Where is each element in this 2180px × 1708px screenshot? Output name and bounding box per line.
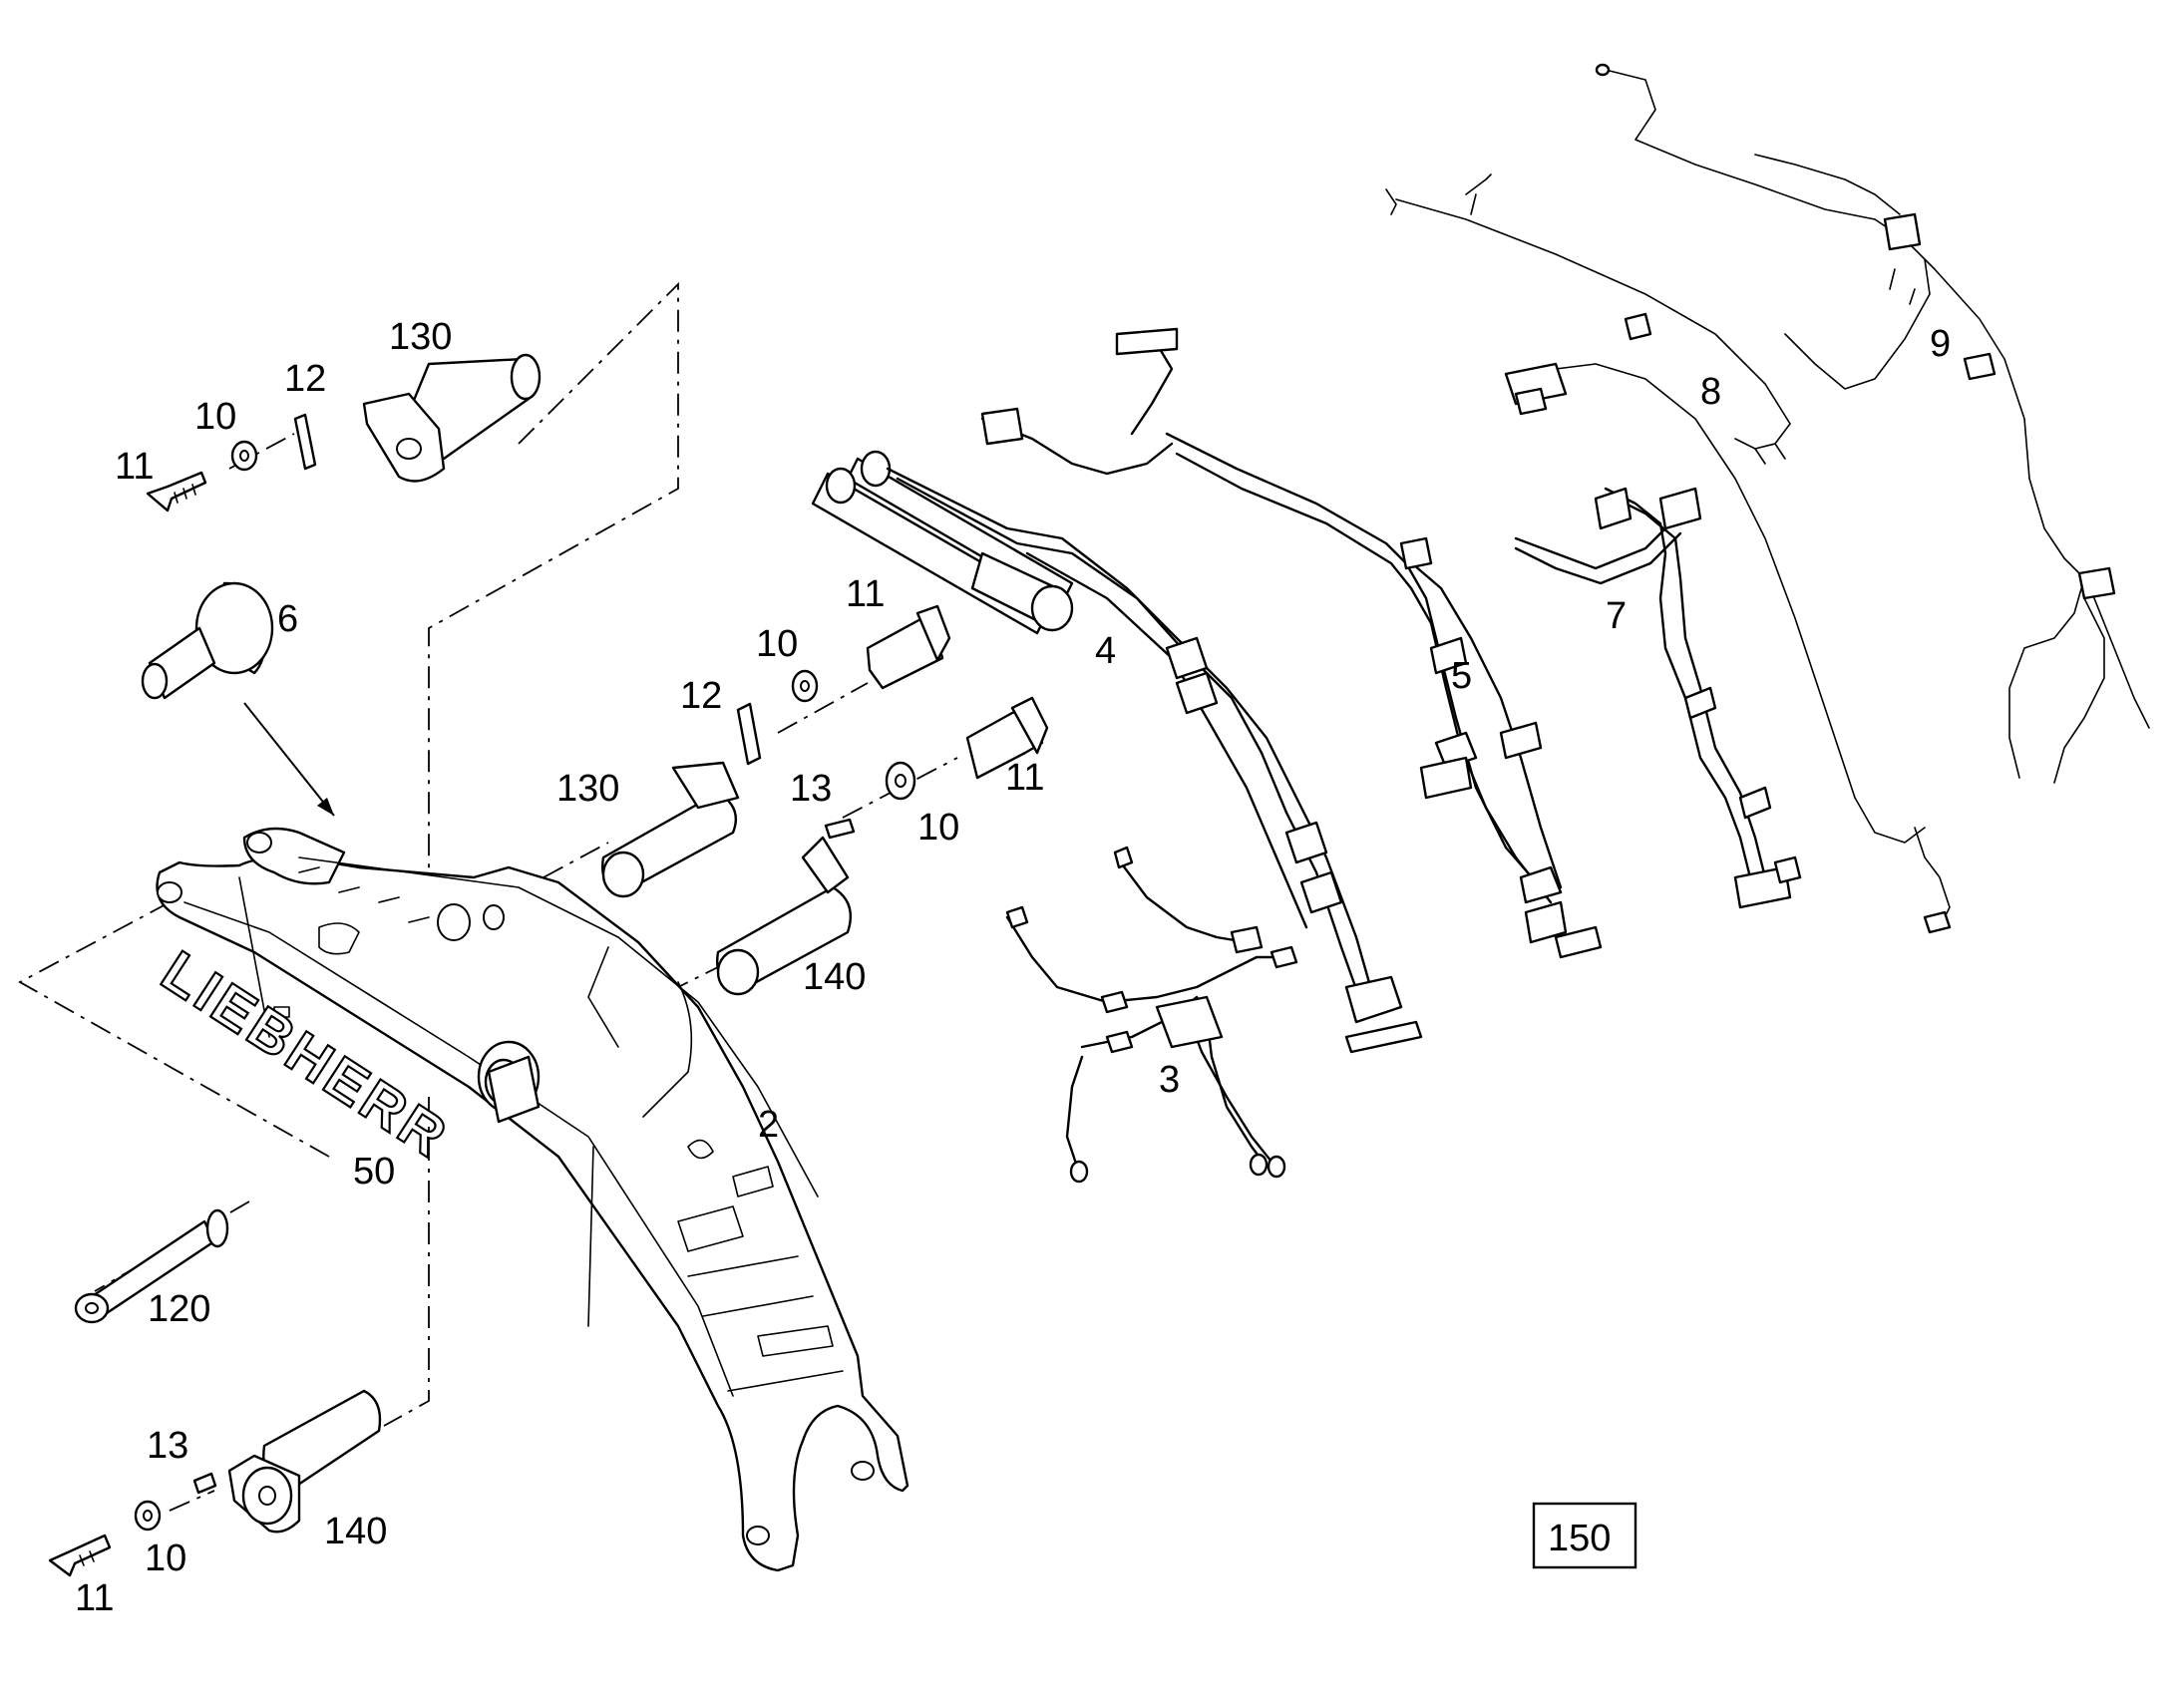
- boom-main: [156, 827, 909, 1572]
- label-12-mid: 12: [680, 675, 722, 717]
- bearing-pin-mid-130: [601, 761, 740, 898]
- bearing-pin-120: [74, 1208, 229, 1324]
- label-120: 120: [148, 1288, 210, 1330]
- label-3: 3: [1159, 1059, 1180, 1101]
- label-11-mid-lower: 11: [1005, 757, 1044, 799]
- locking-plate-top: [293, 413, 317, 471]
- bearing-pin-mid-140: [716, 836, 853, 996]
- label-140-bottom: 140: [324, 1511, 387, 1552]
- page-code-box: 150: [1532, 1502, 1637, 1569]
- washer-mid-lower: [885, 761, 916, 801]
- label-11-top: 11: [115, 446, 154, 488]
- wire-harness-8: [1385, 173, 1952, 934]
- label-12-top: 12: [284, 358, 326, 400]
- label-10-top: 10: [194, 396, 236, 438]
- label-13-mid: 13: [790, 768, 832, 810]
- bolt-top: [146, 471, 207, 512]
- hose-line-assembly: [980, 327, 1603, 959]
- bolt-mid-upper: [866, 604, 951, 690]
- locking-plate-mid: [736, 702, 762, 766]
- washer-mid-upper: [791, 669, 819, 703]
- label-2: 2: [758, 1104, 779, 1146]
- hydraulic-cylinder-assembly: [811, 450, 1423, 1054]
- label-130-top: 130: [389, 316, 452, 358]
- washer-bottom: [134, 1500, 162, 1532]
- label-50: 50: [353, 1151, 395, 1193]
- hose-set-7: [1514, 487, 1802, 909]
- label-140-mid: 140: [803, 956, 866, 998]
- item-number-labels: 130 12 10 11 6 11 10 12 130 13 11 10 140…: [75, 316, 1951, 1619]
- bearing-pin-bottom-140: [227, 1389, 382, 1534]
- label-11-mid: 11: [846, 573, 885, 615]
- bolt-bottom: [48, 1534, 112, 1577]
- spacer-pin-mid: [824, 818, 856, 840]
- label-130-mid: 130: [556, 768, 619, 810]
- label-6: 6: [277, 598, 298, 640]
- washer-top: [230, 440, 258, 472]
- label-11-bottom: 11: [75, 1577, 114, 1619]
- label-4: 4: [1095, 630, 1116, 672]
- bearing-pin-top: [362, 353, 542, 483]
- label-5: 5: [1451, 655, 1472, 697]
- label-7: 7: [1606, 595, 1627, 637]
- hose-set: [1005, 846, 1298, 1184]
- spacer-pin-bottom: [192, 1472, 217, 1495]
- label-10-mid: 10: [756, 623, 798, 665]
- label-10-mid-lower: 10: [917, 807, 959, 849]
- label-13-bottom: 13: [147, 1425, 188, 1467]
- wire-harness-9: [1595, 63, 2150, 784]
- label-10-bottom: 10: [145, 1537, 186, 1579]
- label-9: 9: [1930, 323, 1951, 365]
- stub-axle: [141, 581, 274, 700]
- page-code-label: 150: [1548, 1518, 1611, 1559]
- label-8: 8: [1700, 371, 1721, 413]
- bolt-mid-lower: [965, 696, 1049, 780]
